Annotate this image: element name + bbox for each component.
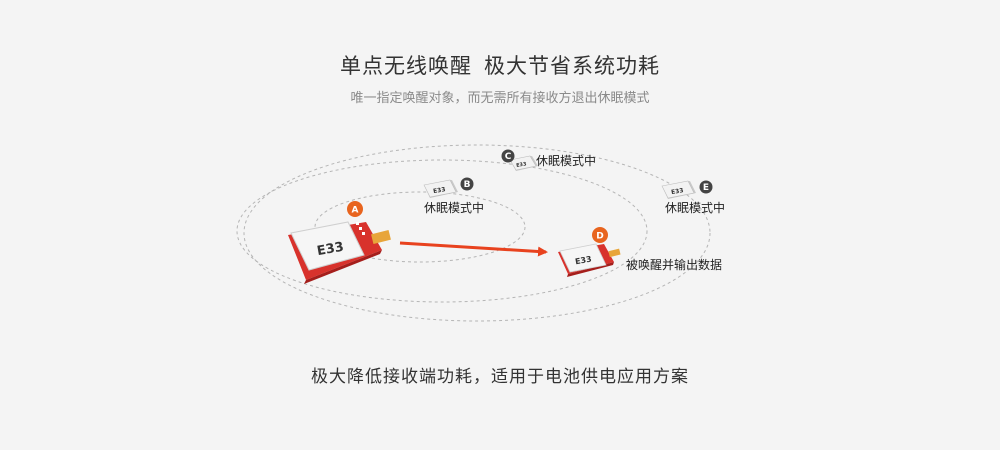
module-a-shield	[290, 221, 365, 271]
title-part-2: 极大节省系统功耗	[484, 54, 660, 78]
module-b-label: 休眠模式中	[424, 200, 484, 215]
module-b-shield	[423, 179, 457, 198]
ring-middle	[236, 159, 648, 303]
module-a-antenna	[371, 229, 391, 245]
ring-inner	[314, 191, 526, 263]
ring-outer	[243, 144, 711, 322]
module-a-board-edge	[304, 250, 382, 284]
title-part-1: 单点无线唤醒	[340, 54, 472, 78]
module-c-shield	[509, 155, 537, 171]
module-a-badge-letter: A	[352, 206, 359, 216]
module-a: E33 A	[288, 201, 391, 284]
module-c: E33 C 休眠模式中	[501, 149, 596, 171]
footer-caption: 极大降低接收端功耗，适用于电池供电应用方案	[311, 367, 689, 387]
page-title: 单点无线唤醒极大节省系统功耗	[0, 50, 1000, 80]
module-c-chip-text: E33	[516, 161, 528, 169]
module-b: E33 B 休眠模式中	[423, 177, 484, 215]
module-b-chip-text: E33	[433, 186, 446, 195]
module-d-badge	[592, 227, 608, 243]
module-a-badge	[347, 201, 363, 217]
module-d-chip-text: E33	[574, 255, 592, 267]
module-d: E33 D 被唤醒并输出数据	[558, 227, 722, 277]
module-e-chip-text: E33	[671, 187, 684, 196]
module-b-badge-letter: B	[464, 180, 471, 190]
module-a-pins	[356, 222, 365, 235]
module-d-antenna	[608, 248, 621, 258]
module-e: E33 E 休眠模式中	[661, 180, 725, 215]
page-subtitle: 唯一指定唤醒对象，而无需所有接收方退出休眠模式	[350, 91, 650, 106]
module-d-label: 被唤醒并输出数据	[626, 257, 722, 272]
module-c-badge	[501, 149, 515, 163]
wake-arrow	[399, 241, 548, 257]
module-d-shield	[559, 243, 607, 273]
module-e-badge	[699, 180, 713, 194]
module-c-label: 休眠模式中	[536, 153, 596, 168]
module-b-badge	[460, 177, 474, 191]
module-d-badge-letter: D	[596, 232, 603, 242]
module-e-shield	[661, 180, 695, 199]
module-a-chip-text: E33	[316, 240, 345, 259]
module-e-badge-letter: E	[703, 183, 709, 193]
module-e-label: 休眠模式中	[665, 200, 725, 215]
module-c-badge-letter: C	[505, 152, 512, 162]
